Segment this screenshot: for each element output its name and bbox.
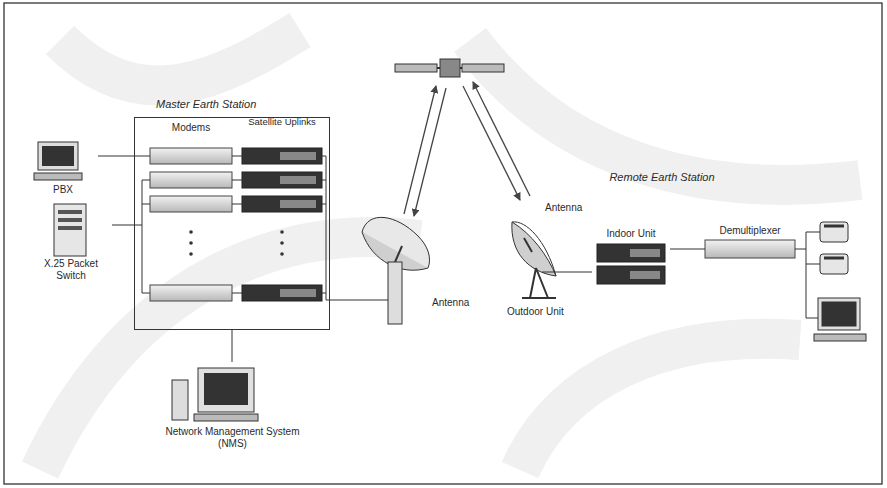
connector-line xyxy=(112,225,134,226)
uplink-boxes xyxy=(242,148,322,301)
modem-boxes xyxy=(150,148,232,301)
station-border xyxy=(134,117,330,330)
part-label: Satellite Uplinks xyxy=(242,116,322,127)
node-label: Antenna xyxy=(352,205,482,309)
connector-line xyxy=(670,249,700,250)
component-node: Network Management System (NMS) xyxy=(160,362,305,480)
internal-wires xyxy=(134,156,330,300)
ellipsis-dots xyxy=(189,230,284,256)
component-node: Demultiplexer xyxy=(700,222,800,272)
indoor-unit-boxes xyxy=(597,244,665,284)
group-heading: Master Earth Station xyxy=(134,92,330,110)
part-label: Remote Earth Station xyxy=(592,172,732,183)
demux-box xyxy=(700,240,795,258)
node-label: PBX xyxy=(28,140,98,196)
node-label: Antenna xyxy=(495,200,587,214)
server-tower xyxy=(54,204,86,256)
node-label: Outdoor Unit xyxy=(495,306,587,320)
frame xyxy=(4,3,882,484)
node-label: Indoor Unit xyxy=(592,226,670,240)
component-node: PBX xyxy=(28,140,98,200)
pbx-computer xyxy=(34,142,82,180)
uplink-arrows xyxy=(404,82,530,216)
node-label: Demultiplexer xyxy=(700,222,800,237)
component-node: Antenna xyxy=(352,205,482,330)
component-node: Indoor Unit xyxy=(592,226,670,296)
connector-line xyxy=(98,156,134,157)
node-label: Network Management System (NMS) xyxy=(160,362,305,450)
satellite xyxy=(395,59,504,77)
component-node: X.25 Packet Switch xyxy=(30,200,112,292)
connector-line xyxy=(587,272,592,273)
station-group: Master Earth Station xyxy=(134,92,330,330)
connector-line xyxy=(232,330,233,362)
terminals xyxy=(795,222,866,341)
connector-line xyxy=(330,300,352,301)
part-label: Modems xyxy=(150,122,232,133)
master-dish xyxy=(352,217,430,324)
watermark xyxy=(40,30,860,470)
component-node: AntennaOutdoor Unit xyxy=(495,200,587,320)
nms-workstation xyxy=(172,368,258,421)
remote-dish xyxy=(512,222,587,298)
node-label: X.25 Packet Switch xyxy=(30,200,112,282)
